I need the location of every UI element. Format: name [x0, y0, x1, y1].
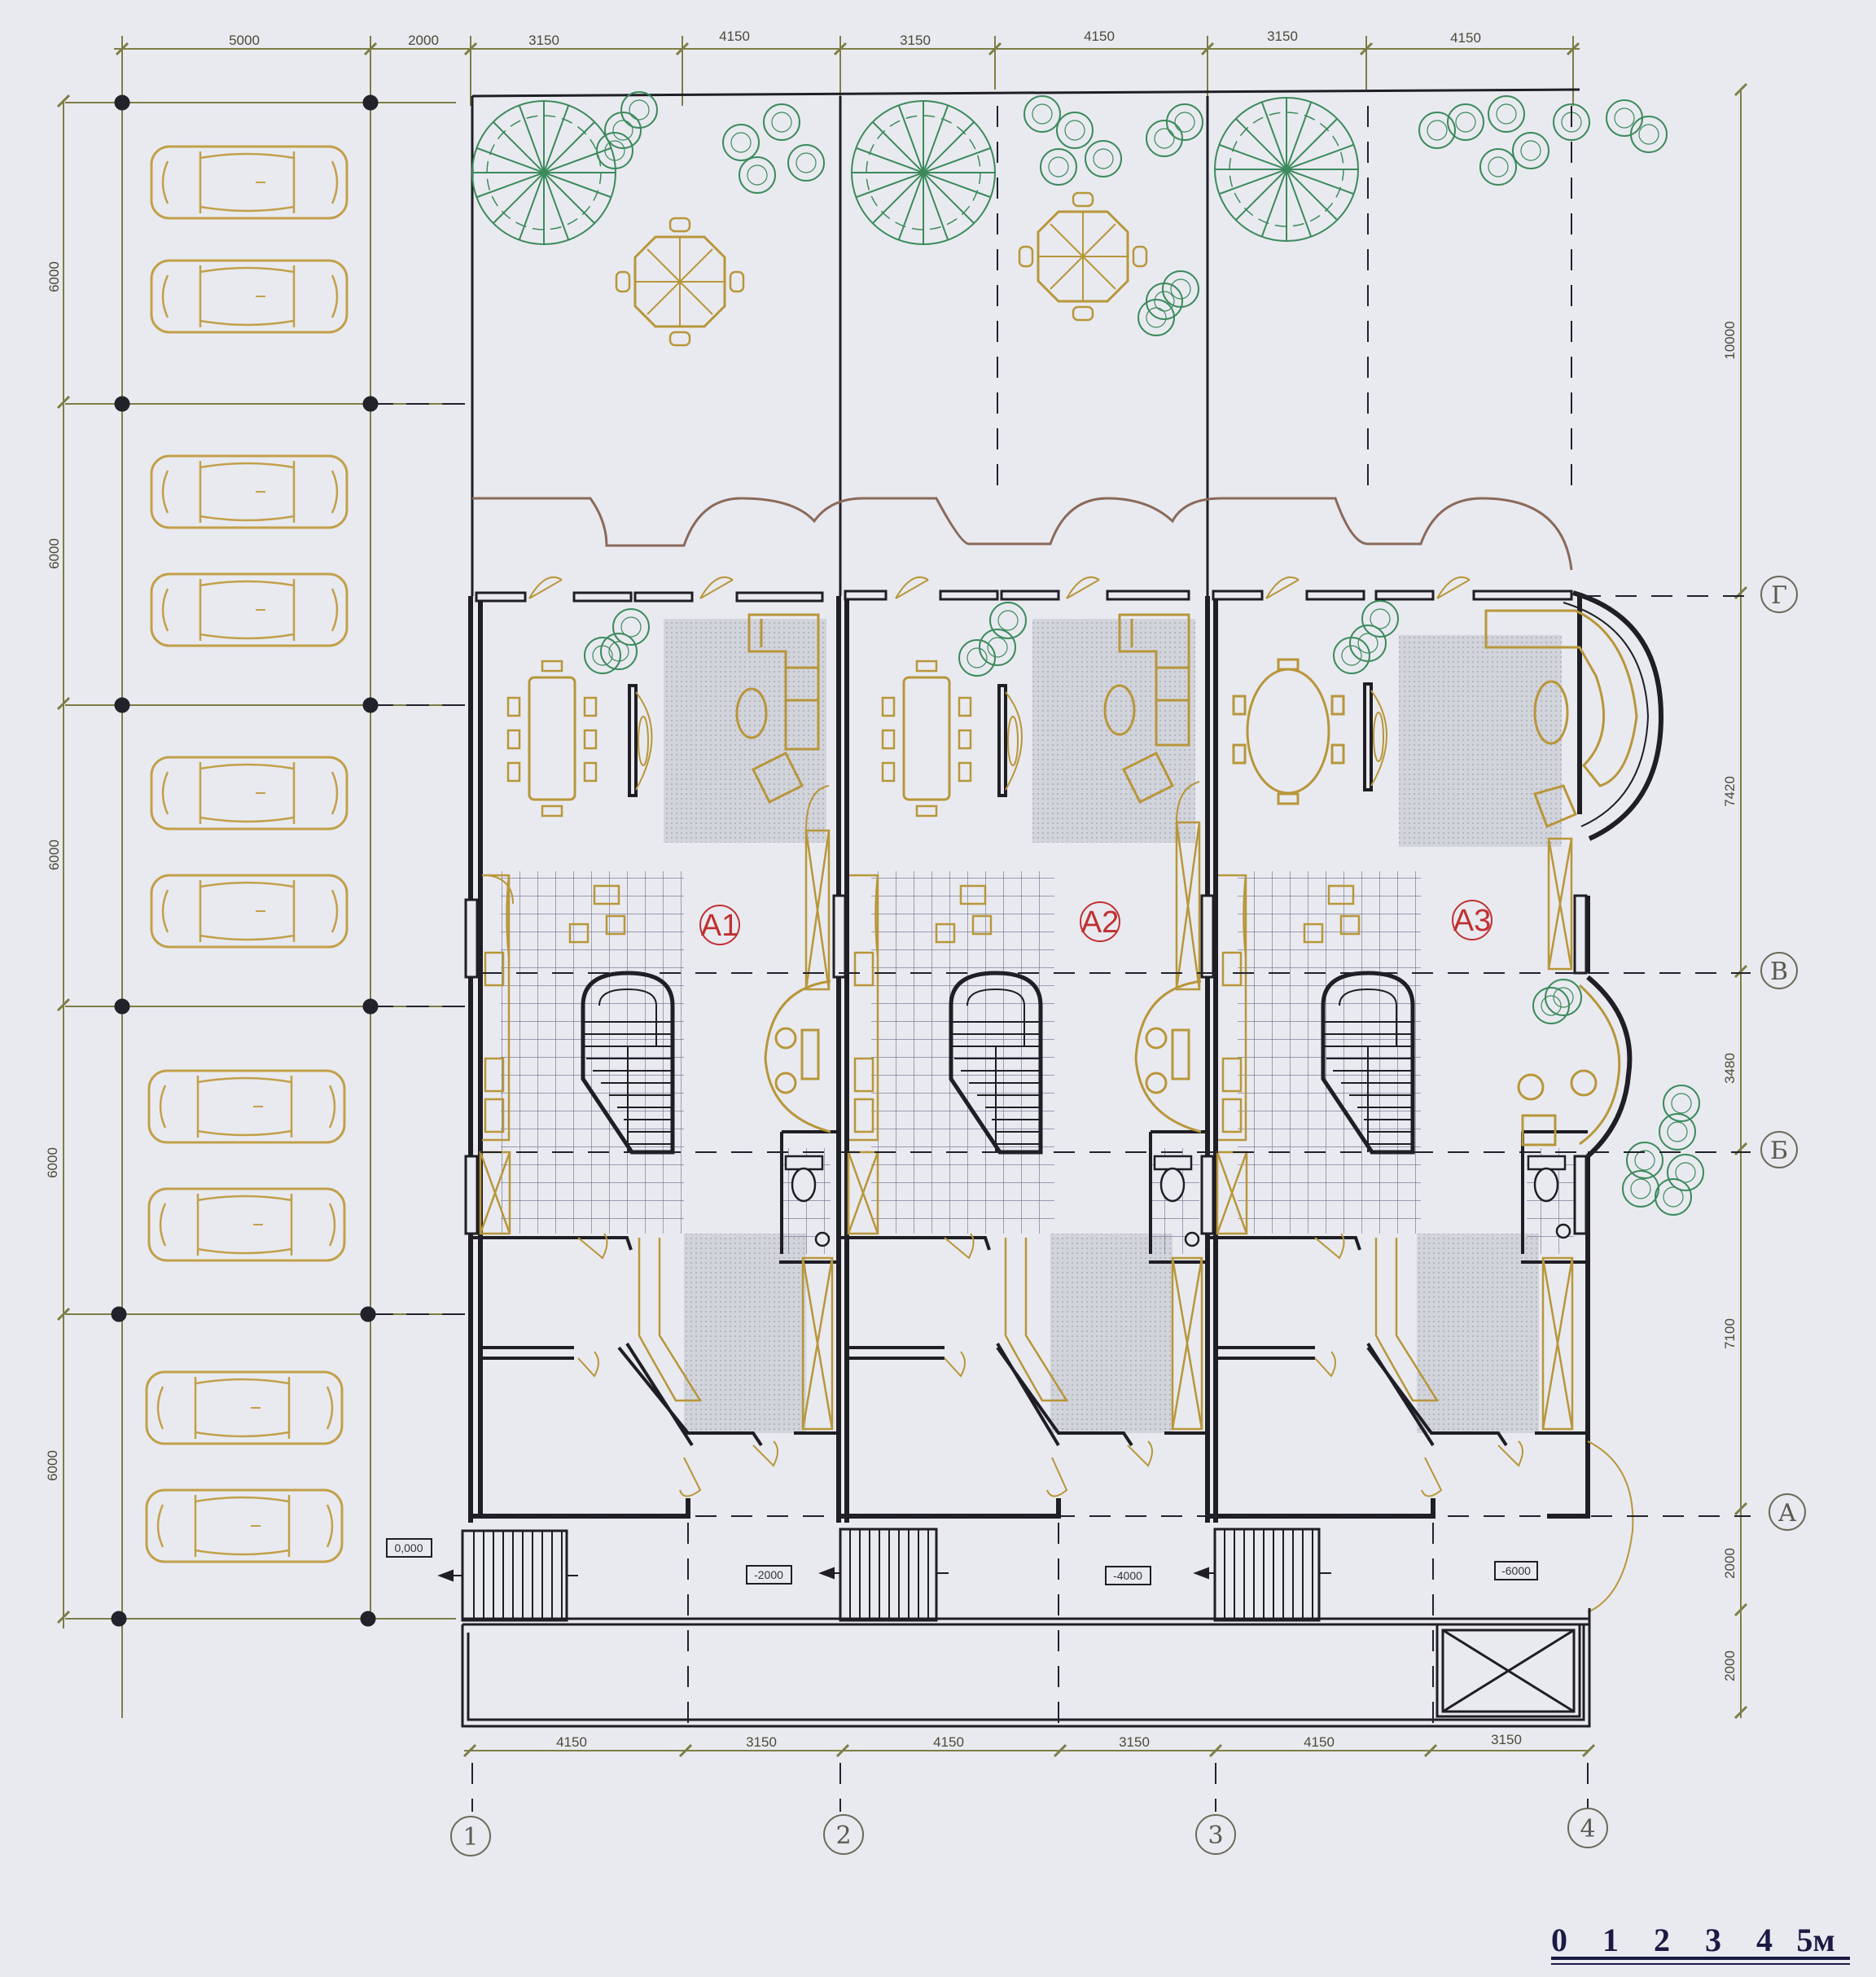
dim-right-6: 2000 [1722, 1650, 1738, 1681]
dim-top-7: 3150 [1267, 28, 1298, 44]
dim-bottom-4: 3150 [1119, 1734, 1150, 1750]
dim-top-3: 3150 [528, 33, 559, 48]
axis-bubble-column [1567, 1808, 1608, 1848]
scale-tick-label: 2 [1654, 1922, 1670, 1958]
dim-top-1: 5000 [229, 33, 260, 48]
level-mark: -2000 [754, 1568, 783, 1581]
axis-bubble-row [1769, 1493, 1806, 1531]
axis-bubble-row [1760, 1131, 1798, 1168]
unit-label-a1: А1 [701, 909, 739, 943]
lounge-icon [764, 980, 1598, 1146]
parasol-table-icon [1018, 191, 1148, 322]
dim-left-5: 6000 [45, 1450, 60, 1481]
dim-right-2: 7420 [1722, 776, 1738, 807]
scale-tick-label: 5м [1796, 1922, 1834, 1958]
axis-bubble-column [1195, 1814, 1236, 1855]
axis-column-label: 4 [1580, 1815, 1595, 1843]
scale-tick-label: 0 [1551, 1922, 1567, 1958]
axis-row-label: Г [1771, 581, 1787, 610]
dim-bottom-2: 3150 [746, 1734, 777, 1750]
dim-right-4: 7100 [1722, 1318, 1738, 1349]
dim-right-1: 10000 [1722, 321, 1738, 359]
dim-top-8: 4150 [1450, 30, 1481, 46]
unit-label-a3: А3 [1453, 904, 1491, 938]
dim-right-5: 2000 [1722, 1548, 1738, 1579]
dim-top-4: 4150 [719, 28, 750, 44]
floor-finishes [501, 619, 1574, 1433]
dim-bottom-5: 4150 [1304, 1734, 1335, 1750]
axis-row-label: А [1778, 1499, 1797, 1528]
axis-bubble-row [1760, 576, 1798, 613]
scale-tick-label: 1 [1602, 1922, 1619, 1958]
axis-bubble-row [1760, 952, 1798, 989]
parking-lot [65, 94, 468, 1627]
axis-bubble-column [450, 1816, 491, 1856]
dim-left-3: 6000 [46, 839, 62, 870]
level-mark: 0,000 [394, 1541, 423, 1554]
parasol-table-icon [615, 217, 745, 347]
dim-bottom-3: 4150 [933, 1734, 964, 1750]
car-icon [147, 1187, 346, 1262]
car-icon [150, 572, 348, 647]
car-icon [150, 259, 348, 334]
dim-right-3: 3480 [1722, 1053, 1738, 1084]
axis-column-label: 2 [835, 1821, 851, 1850]
axis-column-label: 1 [462, 1823, 478, 1852]
car-icon [150, 874, 348, 949]
axis-column-label: 3 [1208, 1821, 1223, 1850]
level-mark: -6000 [1501, 1564, 1531, 1577]
dim-bottom-6: 3150 [1491, 1732, 1522, 1747]
tree-icon [1214, 97, 1359, 242]
axis-bubble-column [823, 1814, 864, 1855]
car-icon [147, 1069, 346, 1144]
scale-tick-label: 4 [1756, 1922, 1773, 1958]
dim-left-4: 6000 [45, 1147, 60, 1178]
car-icon [150, 454, 348, 529]
gardens [471, 88, 1668, 596]
sofa-icon [735, 609, 1638, 828]
unit-label-a2: А2 [1081, 905, 1119, 940]
dim-top-2: 2000 [408, 33, 439, 48]
car-icon [150, 145, 348, 220]
townhouse-block [437, 576, 1704, 1728]
dining-table-icon [881, 660, 972, 818]
dim-top-6: 4150 [1084, 28, 1115, 44]
dim-top-5: 3150 [900, 33, 931, 48]
dim-left-2: 6000 [46, 538, 62, 569]
shrub-cluster [596, 91, 1668, 336]
axis-row-label: Б [1770, 1137, 1788, 1165]
tree-icon [471, 100, 616, 245]
dining-table-icon [1232, 658, 1345, 805]
car-icon [150, 756, 348, 831]
tree-icon [851, 100, 996, 245]
dim-bottom-1: 4150 [556, 1734, 587, 1750]
scale-tick-label: 3 [1705, 1922, 1721, 1958]
level-mark: -4000 [1113, 1569, 1142, 1582]
dining-table-icon [506, 660, 598, 818]
axis-row-label: В [1770, 958, 1788, 986]
toilet-icon [784, 1155, 1571, 1247]
chair-icon [568, 884, 1361, 944]
car-icon [145, 1488, 344, 1563]
dim-left-1: 6000 [46, 261, 62, 292]
car-icon [145, 1370, 344, 1445]
